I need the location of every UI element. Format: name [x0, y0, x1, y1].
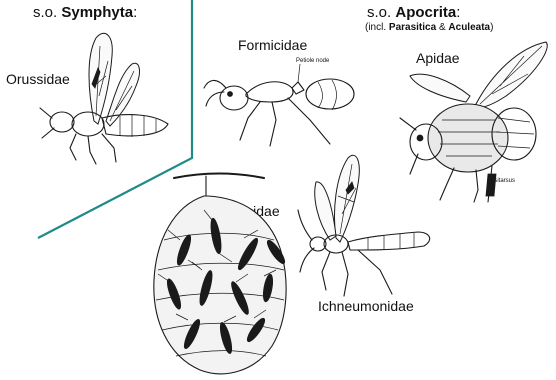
- suborder-apocrita-heading: s.o. Apocrita:: [367, 4, 460, 21]
- apocrita-name: Apocrita: [395, 4, 456, 21]
- apocrita-note-mid: &: [436, 22, 448, 33]
- symphyta-prefix: s.o.: [33, 4, 61, 21]
- ichneumonidae-illustration: [296, 150, 446, 300]
- apocrita-subtitle: (incl. Parasitica & Aculeata): [365, 22, 493, 33]
- apocrita-suffix: :: [456, 4, 460, 21]
- apocrita-note-close: ): [490, 22, 493, 33]
- family-label-formicidae: Formicidae: [238, 37, 307, 53]
- symphyta-suffix: :: [133, 4, 137, 21]
- apocrita-note-aculeata: Aculeata: [448, 22, 490, 33]
- apocrita-note-parasitica: Parasitica: [389, 22, 436, 33]
- family-label-ichneumonidae: Ichneumonidae: [318, 298, 414, 314]
- vespidae-illustration: [144, 170, 294, 380]
- apocrita-prefix: s.o.: [367, 4, 395, 21]
- symphyta-name: Symphyta: [61, 4, 133, 21]
- suborder-symphyta-heading: s.o. Symphyta:: [33, 4, 137, 21]
- apocrita-note-open: (incl.: [365, 22, 389, 33]
- formicidae-illustration: [200, 58, 370, 153]
- orussidae-illustration: [36, 26, 196, 166]
